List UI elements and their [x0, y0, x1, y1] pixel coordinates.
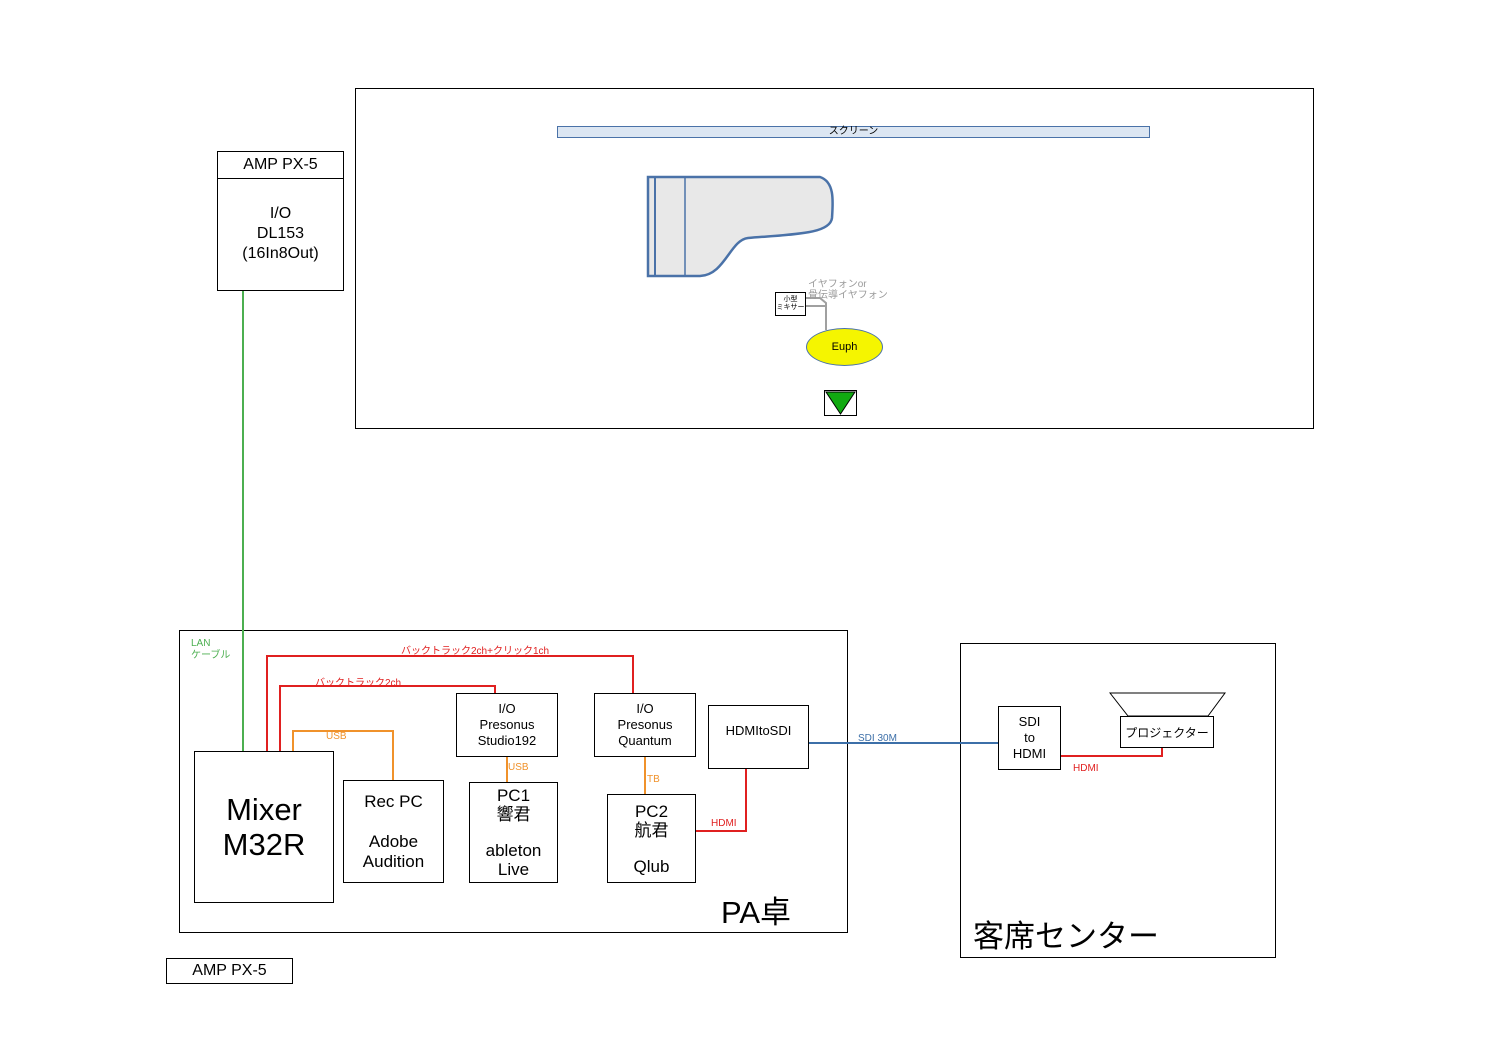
pc1-line4: ableton — [485, 841, 542, 860]
backtrack-click-label: バックトラック2ch+クリック1ch — [401, 646, 550, 657]
projector-label: プロジェクター — [1125, 725, 1209, 740]
sdi-to-hdmi-line3: HDMI — [1012, 746, 1047, 761]
lan-label-line2: ケーブル — [191, 650, 231, 661]
euph-label: Euph — [831, 341, 858, 353]
position-marker-icon — [824, 390, 857, 416]
rec-pc: Rec PC Adobe Audition — [343, 780, 444, 883]
pc2-line4: Qlub — [633, 856, 670, 876]
quantum-line1: I/O — [636, 701, 654, 716]
hdmi-label-projector: HDMI — [1073, 763, 1099, 774]
pc2-wataru: PC2 航君 Qlub — [607, 794, 696, 883]
tb-label: TB — [647, 774, 660, 785]
io-presonus-studio192: I/O Presonus Studio192 — [456, 693, 558, 757]
studio192-line1: I/O — [498, 701, 516, 716]
audience-center-title: 客席センター — [973, 919, 1159, 954]
projector-lens-icon — [1109, 692, 1226, 717]
screen-label: スクリーン — [828, 126, 879, 137]
usb-label-recpc: USB — [326, 731, 347, 742]
recpc-line4: Audition — [362, 851, 425, 871]
mixer-line2: M32R — [222, 827, 306, 862]
mixer-line1: Mixer — [226, 792, 302, 827]
quantum-line3: Quantum — [618, 733, 672, 748]
earphone-label: イヤフォンor 骨伝導イヤフォン — [808, 279, 888, 301]
pa-desk-title: PA卓 — [721, 895, 792, 930]
amp-px5-top: AMP PX-5 I/O DL153 (16In8Out) — [217, 151, 344, 291]
hdmi-to-sdi-converter: HDMItoSDI — [708, 705, 809, 769]
pc1-line2: 響君 — [496, 805, 531, 824]
amp-top-title-text: AMP PX-5 — [243, 156, 318, 173]
io-dl153-line1: I/O — [269, 205, 292, 222]
sdi-cable-label: SDI 30M — [858, 733, 897, 744]
amp-bottom-title: AMP PX-5 — [192, 962, 267, 979]
pc2-line2: 航君 — [634, 820, 669, 840]
sdi-to-hdmi-line2: to — [1024, 730, 1035, 745]
pc1-line1: PC1 — [496, 786, 531, 805]
small-mixer: 小型 ミキサー — [775, 292, 806, 316]
sdi-to-hdmi-converter: SDI to HDMI — [998, 706, 1061, 770]
sdi-to-hdmi-line1: SDI — [1018, 714, 1041, 729]
io-presonus-quantum: I/O Presonus Quantum — [594, 693, 696, 757]
screen: スクリーン — [557, 126, 1150, 138]
io-dl153-line3: (16In8Out) — [242, 245, 319, 262]
recpc-line3: Adobe — [368, 831, 419, 851]
small-mixer-line2: ミキサー — [776, 304, 805, 311]
pc1-line5: Live — [497, 860, 530, 879]
io-dl153-line2: DL153 — [256, 225, 305, 242]
pc1-hibiki: PC1 響君 ableton Live — [469, 782, 558, 883]
lan-cable-label: LAN ケーブル — [191, 638, 230, 662]
hdmi-label-pc2: HDMI — [711, 818, 737, 829]
earphone-label-line2: 骨伝導イヤフォン — [808, 290, 888, 301]
io-dl153: I/O DL153 (16In8Out) — [218, 179, 343, 289]
backtrack-label: バックトラック2ch — [315, 678, 402, 689]
projector: プロジェクター — [1120, 716, 1214, 748]
quantum-line2: Presonus — [617, 717, 673, 732]
pc2-line1: PC2 — [634, 801, 669, 821]
amp-px5-bottom: AMP PX-5 — [166, 958, 293, 984]
hdmi-to-sdi-label: HDMItoSDI — [725, 723, 792, 738]
piano-icon — [646, 175, 834, 278]
recpc-line1: Rec PC — [364, 791, 423, 811]
usb-label-pc1: USB — [508, 762, 529, 773]
stage-area — [355, 88, 1314, 429]
earphone-label-line1: イヤフォンor — [808, 279, 867, 290]
mixer-m32r: Mixer M32R — [194, 751, 334, 903]
euph-player: Euph — [806, 328, 883, 366]
studio192-line2: Presonus — [479, 717, 535, 732]
lan-label-line1: LAN — [191, 638, 211, 649]
amp-top-title: AMP PX-5 — [218, 152, 343, 179]
small-mixer-line1: 小型 — [783, 296, 798, 303]
studio192-line3: Studio192 — [477, 733, 537, 748]
